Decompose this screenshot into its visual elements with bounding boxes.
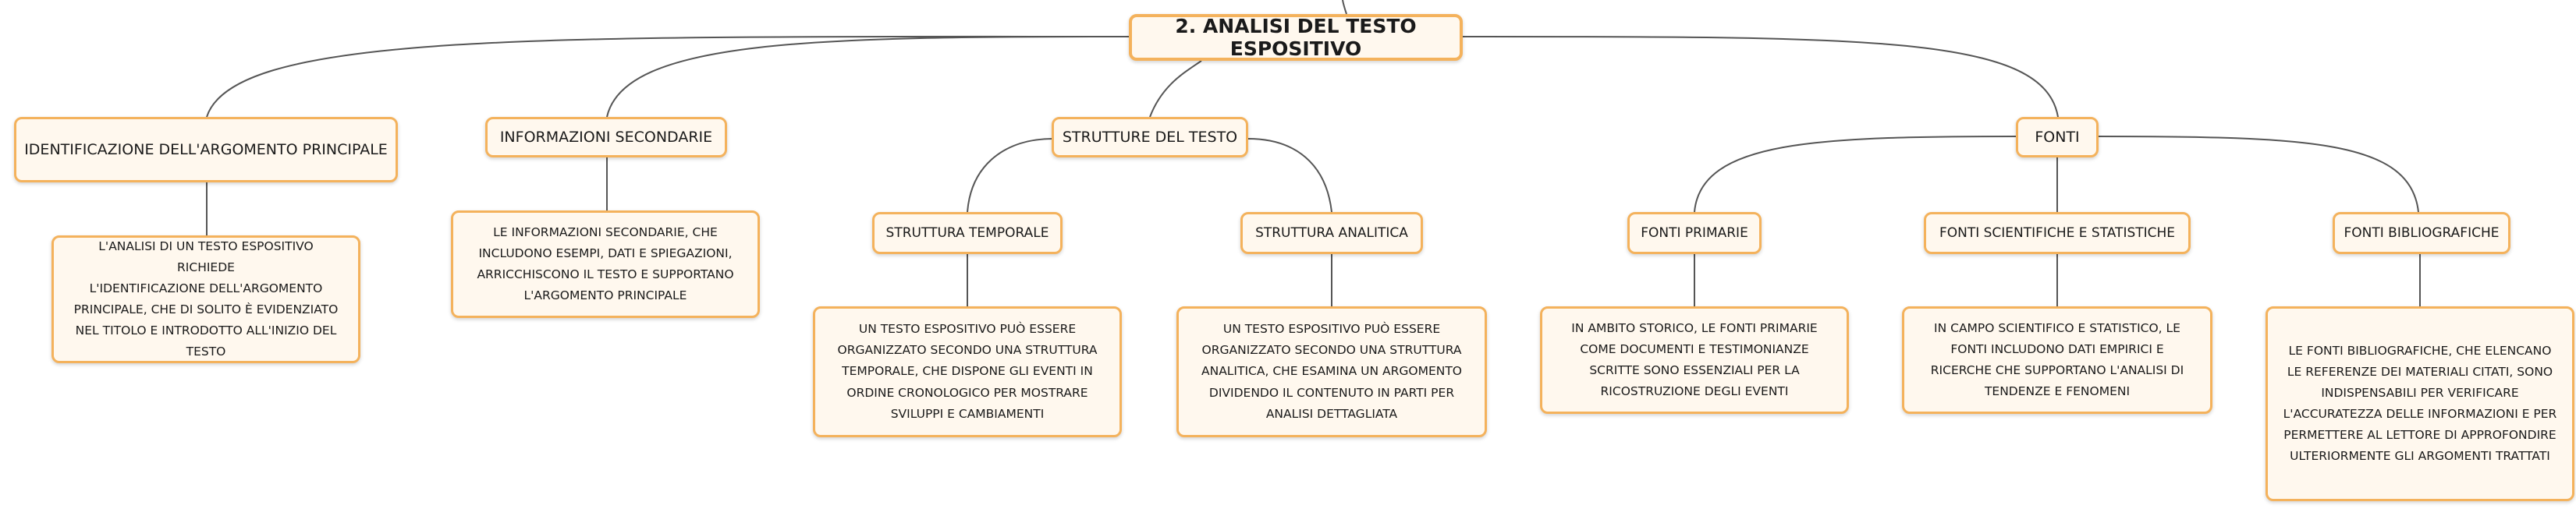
node-temporale-detail[interactable]: UN TESTO ESPOSITIVO PUÒ ESSERE ORGANIZZA…: [813, 306, 1122, 437]
connector-root-parent: [1342, 0, 1347, 15]
connector-root-identificazione: [206, 35, 1132, 118]
node-bibliografiche-detail[interactable]: LE FONTI BIBLIOGRAFICHE, CHE ELENCANO LE…: [2266, 306, 2574, 501]
node-informazioni-detail-text: LE INFORMAZIONI SECONDARIE, CHE INCLUDON…: [477, 224, 734, 303]
node-identificazione[interactable]: IDENTIFICAZIONE DELL'ARGOMENTO PRINCIPAL…: [14, 117, 398, 182]
node-fonti-label: FONTI: [2035, 129, 2080, 146]
node-scientifiche-label: FONTI SCIENTIFICHE E STATISTICHE: [1939, 225, 2176, 241]
node-scientifiche-detail[interactable]: IN CAMPO SCIENTIFICO E STATISTICO, LE FO…: [1902, 306, 2212, 414]
node-strutture-label: STRUTTURE DEL TESTO: [1062, 129, 1238, 146]
node-primarie[interactable]: FONTI PRIMARIE: [1627, 212, 1762, 254]
node-root-label: 2. ANALISI DEL TESTO ESPOSITIVO: [1175, 15, 1417, 60]
node-informazioni-detail[interactable]: LE INFORMAZIONI SECONDARIE, CHE INCLUDON…: [451, 210, 760, 318]
connector-root-fonti: [1458, 35, 2059, 118]
connector-root-informazioni: [606, 36, 1132, 118]
node-scientifiche[interactable]: FONTI SCIENTIFICHE E STATISTICHE: [1924, 212, 2191, 254]
node-temporale-label: STRUTTURA TEMPORALE: [885, 225, 1049, 241]
node-bibliografiche-label: FONTI BIBLIOGRAFICHE: [2344, 225, 2500, 241]
node-primarie-detail[interactable]: IN AMBITO STORICO, LE FONTI PRIMARIE COM…: [1540, 306, 1849, 414]
connector-fonti-primarie: [1694, 136, 2017, 213]
node-scientifiche-detail-text: IN CAMPO SCIENTIFICO E STATISTICO, LE FO…: [1930, 320, 2184, 399]
node-strutture[interactable]: STRUTTURE DEL TESTO: [1052, 117, 1248, 157]
node-analitica-detail-text: UN TESTO ESPOSITIVO PUÒ ESSERE ORGANIZZA…: [1201, 322, 1462, 421]
node-temporale[interactable]: STRUTTURA TEMPORALE: [872, 212, 1063, 254]
node-identificazione-detail-text: L'ANALISI DI UN TESTO ESPOSITIVO RICHIED…: [73, 239, 339, 359]
node-root[interactable]: 2. ANALISI DEL TESTO ESPOSITIVO: [1129, 14, 1463, 61]
connector-root-strutture: [1149, 60, 1202, 118]
node-analitica-label: STRUTTURA ANALITICA: [1255, 225, 1408, 241]
node-informazioni[interactable]: INFORMAZIONI SECONDARIE: [485, 117, 727, 157]
node-fonti[interactable]: FONTI: [2016, 117, 2099, 157]
connector-fonti-bibliografiche: [2098, 136, 2419, 213]
node-bibliografiche-detail-text: LE FONTI BIBLIOGRAFICHE, CHE ELENCANO LE…: [2283, 343, 2557, 464]
connector-strutture-temporale: [967, 138, 1054, 213]
node-identificazione-label: IDENTIFICAZIONE DELL'ARGOMENTO PRINCIPAL…: [24, 141, 388, 158]
node-analitica[interactable]: STRUTTURA ANALITICA: [1240, 212, 1423, 254]
node-analitica-detail[interactable]: UN TESTO ESPOSITIVO PUÒ ESSERE ORGANIZZA…: [1176, 306, 1487, 437]
node-temporale-detail-text: UN TESTO ESPOSITIVO PUÒ ESSERE ORGANIZZA…: [837, 322, 1098, 421]
node-primarie-label: FONTI PRIMARIE: [1641, 225, 1748, 241]
node-informazioni-label: INFORMAZIONI SECONDARIE: [499, 129, 713, 146]
node-identificazione-detail[interactable]: L'ANALISI DI UN TESTO ESPOSITIVO RICHIED…: [51, 235, 360, 363]
node-primarie-detail-text: IN AMBITO STORICO, LE FONTI PRIMARIE COM…: [1571, 320, 1818, 399]
connector-strutture-analitica: [1247, 138, 1332, 213]
node-bibliografiche[interactable]: FONTI BIBLIOGRAFICHE: [2333, 212, 2510, 254]
